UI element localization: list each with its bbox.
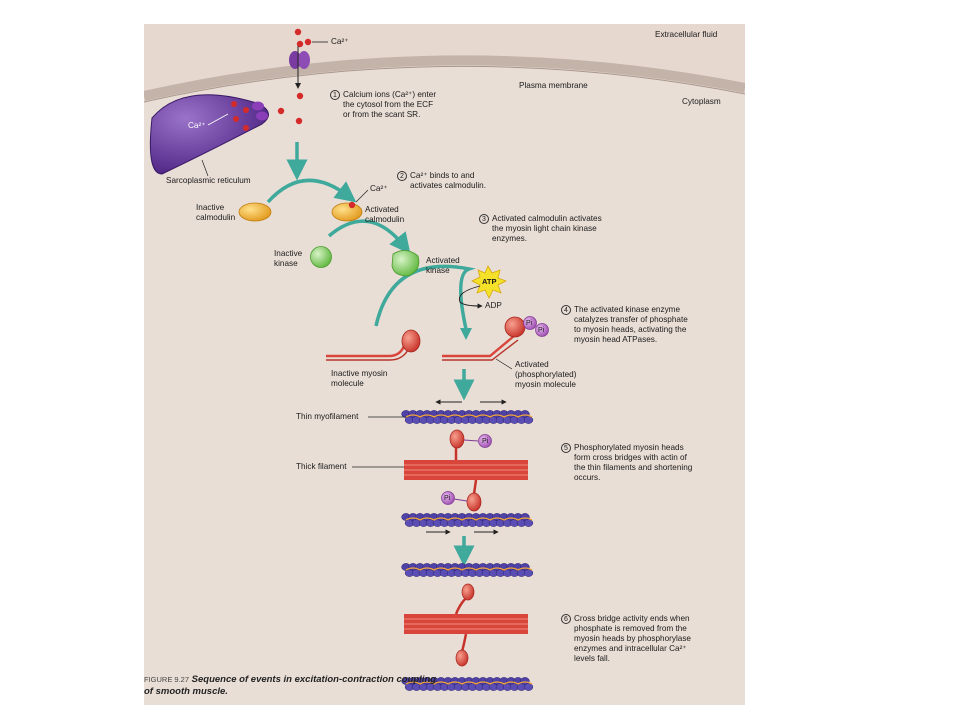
cytoplasm-label: Cytoplasm — [682, 97, 721, 106]
step-text: The activated kinase enzyme catalyzes tr… — [574, 305, 688, 344]
calcium-ion — [294, 28, 302, 36]
step-number: 5 — [561, 443, 571, 453]
sarcoplasmic-reticulum-label: Sarcoplasmic reticulum — [166, 176, 251, 185]
flow-arrow-calmodulin — [266, 178, 357, 204]
atp-reaction-arrow — [458, 285, 483, 309]
tropomyosin-strand — [405, 681, 533, 685]
tropomyosin-strand — [405, 517, 533, 521]
inactive-kinase-shape — [310, 246, 332, 268]
plasma-membrane-edge — [144, 65, 745, 103]
sr-label-pointer — [201, 159, 209, 177]
inactive-myosin-label: Inactive myosin molecule — [331, 369, 388, 388]
tropomyosin-strand — [405, 567, 533, 571]
plasma-membrane — [144, 55, 745, 101]
calcium-top-label: Ca²⁺ — [331, 37, 349, 46]
activated-myosin-pointer — [495, 358, 513, 370]
phosphate-label: Pi — [482, 438, 489, 445]
bound-calcium-ion — [348, 201, 356, 209]
actin-bead — [523, 519, 534, 527]
thick-filament-label: Thick filament — [296, 462, 347, 471]
step-number: 1 — [330, 90, 340, 100]
diagram-canvas — [144, 28, 745, 705]
calcium-ion — [295, 117, 303, 125]
cross-bridge-upper — [449, 429, 492, 460]
calcium-ion — [296, 40, 304, 48]
activated-kinase-shape — [391, 250, 420, 277]
flow-arrow-myosin-head — [460, 328, 472, 340]
figure-caption: FIGURE 9.27 Sequence of events in excita… — [144, 674, 444, 698]
sr-calcium-pointer — [207, 113, 229, 126]
released-myosin-head-upper — [454, 583, 475, 615]
sr-calcium-pump — [252, 101, 268, 121]
thin-myofilament-label: Thin myofilament — [296, 412, 359, 421]
step-text: Cross bridge activity ends when phosphat… — [574, 614, 691, 663]
calcium-ion — [231, 101, 237, 107]
actin-bead — [523, 416, 534, 424]
filament-layer — [401, 410, 534, 691]
calmodulin-calcium-label: Ca²⁺ — [370, 184, 388, 193]
phosphate-group — [441, 491, 455, 505]
thin-filament — [401, 563, 534, 577]
step-text: Phosphorylated myosin heads form cross b… — [574, 443, 693, 482]
cytoplasm-region — [144, 65, 745, 705]
thin-filament — [401, 677, 534, 691]
cross-bridge-lower — [441, 479, 482, 512]
figure-title: Sequence of events in excitation-contrac… — [144, 674, 437, 697]
step-number: 6 — [561, 614, 571, 624]
phosphate-label: Pi — [526, 320, 533, 327]
adp-label: ADP — [485, 301, 502, 310]
activated-myosin-molecule — [442, 316, 549, 361]
thick-filament-step5 — [404, 460, 528, 480]
atp-label: ATP — [482, 277, 497, 286]
calcium-ion — [233, 116, 239, 122]
step-number: 4 — [561, 305, 571, 315]
inactive-calmodulin-shape — [238, 202, 272, 222]
step-text: Calcium ions (Ca²⁺) enter the cytosol fr… — [343, 90, 437, 119]
calmodulin-calcium-pointer — [355, 189, 369, 203]
phosphate-label: Pi — [444, 495, 451, 502]
phosphate-group — [535, 323, 549, 337]
sarcoplasmic-reticulum — [149, 94, 269, 175]
activated-calmodulin-shape — [331, 202, 363, 222]
plasma-membrane-label: Plasma membrane — [519, 81, 588, 90]
thin-filament — [401, 410, 534, 424]
flow-arrow-myosin — [374, 264, 476, 330]
atp-starburst — [471, 265, 507, 299]
tropomyosin-strand — [405, 414, 533, 418]
released-myosin-head-lower — [455, 633, 469, 667]
flow-arrow-kinase — [327, 219, 411, 255]
step-number: 3 — [479, 214, 489, 224]
step-number: 2 — [397, 171, 407, 181]
phosphate-group — [523, 316, 537, 330]
calcium-ion — [304, 38, 312, 46]
inactive-calmodulin-label: Inactive calmodulin — [196, 203, 236, 222]
calcium-ion — [277, 107, 285, 115]
calcium-sr-label: Ca²⁺ — [188, 121, 206, 130]
inactive-myosin-molecule — [326, 329, 421, 361]
step-text: Ca²⁺ binds to and activates calmodulin. — [410, 171, 486, 190]
thick-filament-step6 — [404, 614, 528, 634]
inactive-kinase-label: Inactive kinase — [274, 249, 303, 268]
activated-kinase-label: Activated kinase — [426, 256, 460, 275]
calcium-ion — [296, 92, 304, 100]
activated-calmodulin-label: Activated calmodulin — [365, 205, 405, 224]
activated-myosin-label: Activated (phosphorylated) myosin molecu… — [515, 360, 577, 389]
step-text: Activated calmodulin activates the myosi… — [492, 214, 602, 243]
extracellular-fluid-label: Extracellular fluid — [655, 30, 718, 39]
phosphate-label: Pi — [538, 327, 545, 334]
calcium-ion — [243, 125, 249, 131]
actin-bead — [523, 683, 534, 691]
figure-number: FIGURE 9.27 — [144, 675, 190, 684]
phosphate-group — [478, 434, 492, 448]
figure-page: Extracellular fluid Plasma membrane Cyto… — [144, 24, 745, 705]
thin-filament — [401, 513, 534, 527]
actin-bead — [523, 569, 534, 577]
calcium-ion — [243, 107, 249, 113]
